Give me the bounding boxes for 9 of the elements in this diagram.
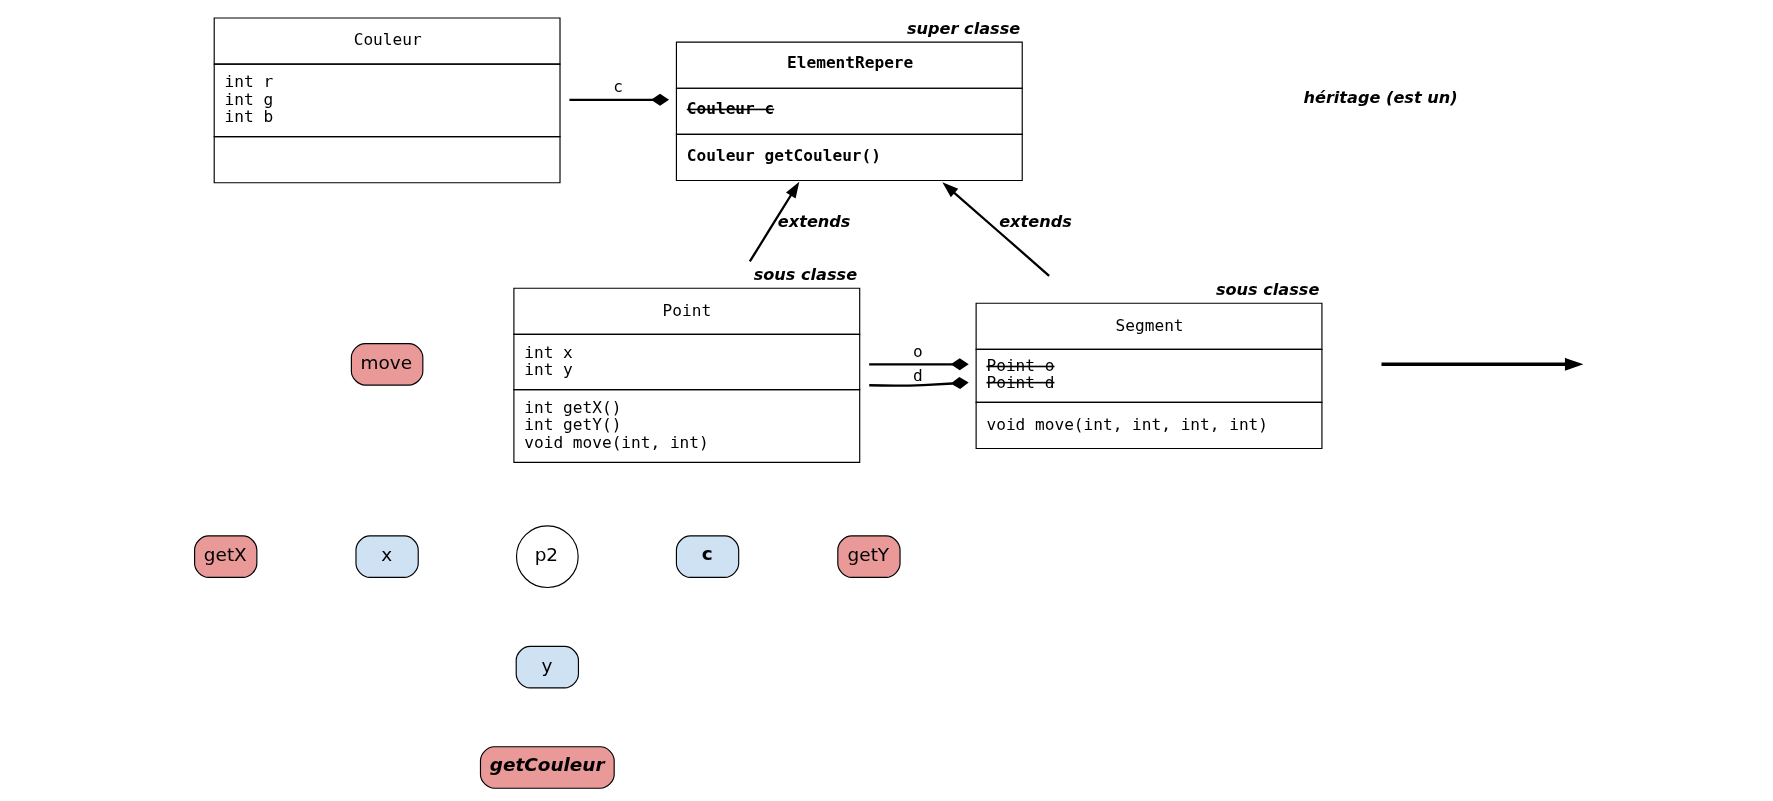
edge-label: o — [912, 341, 923, 361]
edge-label: extends — [777, 212, 850, 232]
node-label: sous classe — [1215, 280, 1319, 300]
edge-label: extends — [998, 212, 1072, 232]
legend-label: héritage (est un) — [1302, 87, 1458, 107]
node-label: super classe — [906, 19, 1020, 39]
edge-label: d — [912, 365, 923, 385]
edge-label: c — [612, 76, 623, 96]
node-label: sous classe — [753, 265, 857, 285]
